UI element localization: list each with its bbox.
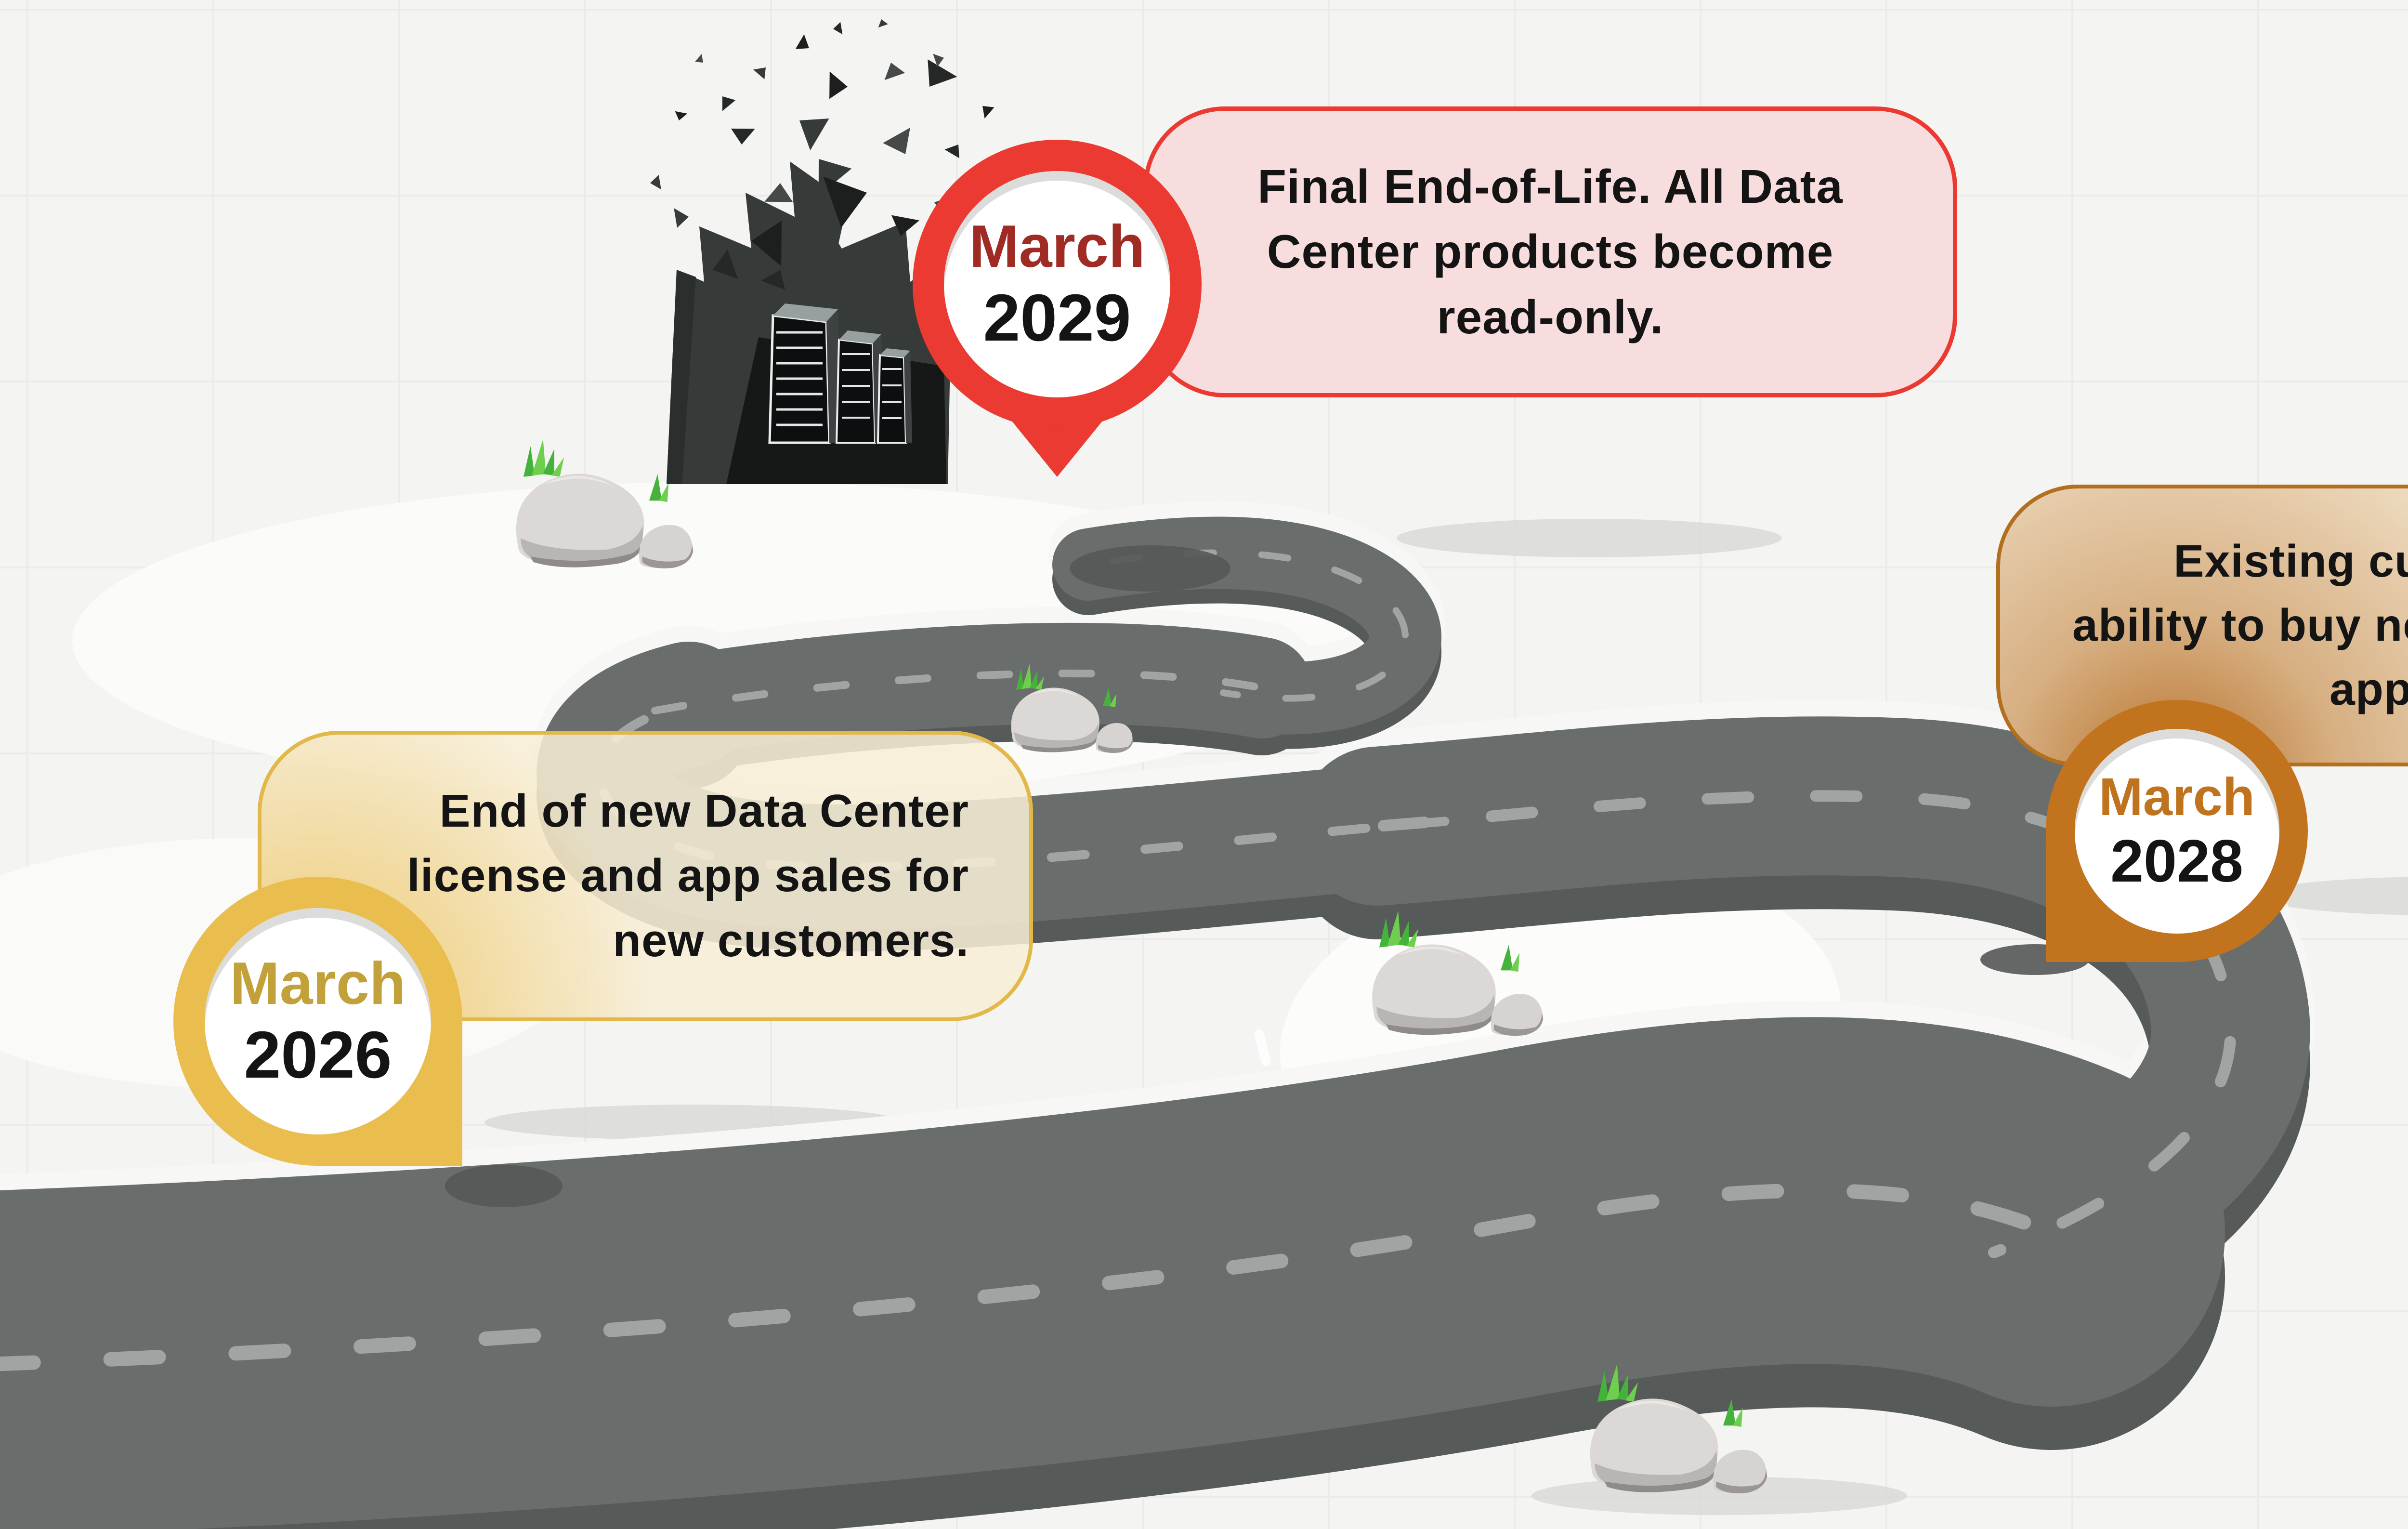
- pin-month-label: March: [969, 213, 1145, 280]
- bubble-text-line: Final End-of-Life. All Data: [1257, 160, 1843, 213]
- bubble-text-line: license and app sales for: [407, 850, 969, 902]
- explosion-shards-icon: [650, 19, 995, 290]
- data-center-building-illustration: [650, 19, 995, 484]
- pin-shadows: [445, 545, 2089, 1207]
- pin-month-label: March: [230, 950, 406, 1017]
- milestone-2028-pin: March 2028: [2046, 700, 2308, 962]
- milestone-2029-pin: March 2029: [913, 140, 1202, 506]
- pin-ring: March 2026: [173, 877, 462, 1166]
- pin-year-label: 2029: [983, 280, 1131, 355]
- bubble-text-line: read-only.: [1437, 290, 1664, 343]
- pin-label: March 2026: [205, 908, 431, 1134]
- pin-month-label: March: [2099, 767, 2255, 827]
- pin-label: March 2029: [944, 171, 1170, 397]
- milestone-2026-bubble: End of new Data Center license and app s…: [258, 731, 1033, 1021]
- pin-ring: March 2028: [2046, 700, 2308, 962]
- road-white-tick: [1254, 1029, 1271, 1067]
- server-rack-icon: [768, 303, 842, 444]
- pin-label: March 2028: [2074, 728, 2279, 934]
- pin-year-label: 2028: [2110, 828, 2243, 895]
- server-rack-icon: [835, 330, 884, 444]
- pin-year-label: 2026: [244, 1017, 392, 1092]
- bubble-text-line: new customers.: [613, 914, 969, 966]
- bubble-text-line: End of new Data Center: [439, 785, 969, 837]
- milestone-2026-pin: March 2026: [173, 877, 462, 1166]
- building-left-edge: [667, 270, 696, 484]
- bubble-text-line: ability to buy new subscriptions,: [2072, 600, 2408, 651]
- milestone-2029-bubble: Final End-of-Life. All Data Center produ…: [1143, 106, 1957, 397]
- bubble-text-line: Existing customers lose the: [2173, 536, 2408, 587]
- bubble-text-line: Center products become: [1267, 225, 1834, 278]
- server-rack-icon: [877, 348, 912, 444]
- pin-ring: March 2029: [913, 140, 1202, 429]
